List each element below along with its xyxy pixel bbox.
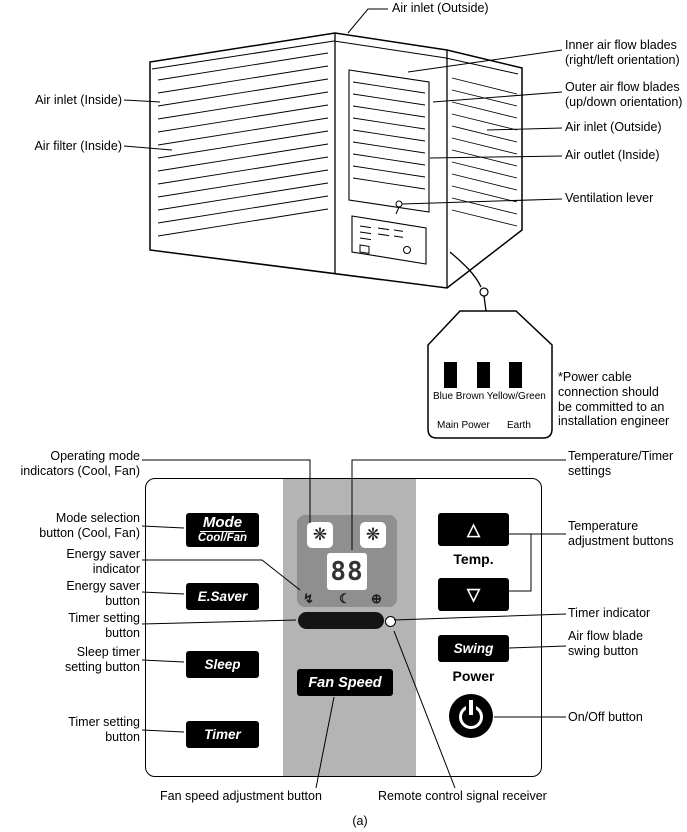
plug-pin-brown — [477, 362, 490, 388]
label-ventilation-lever: Ventilation lever — [565, 191, 654, 205]
label-timer-setting-button-1: Timer setting button — [68, 611, 140, 640]
label-air-filter-inside: Air filter (Inside) — [34, 139, 122, 153]
label-timer-indicator: Timer indicator — [568, 606, 651, 620]
power-button — [449, 694, 493, 738]
label-mode-selection-button: Mode selection button (Cool, Fan) — [39, 511, 140, 540]
control-panel-diagram: ❋ ❋ 88 ↯ ☾ ⊕ Mode Cool/Fan E.Saver Sleep… — [145, 478, 542, 777]
label-power-cable-note: *Power cable connection should be commit… — [558, 370, 670, 429]
energy-saver-button: E.Saver — [186, 583, 259, 610]
label-fan-speed-adjustment-button: Fan speed adjustment button — [160, 789, 322, 803]
label-main-power: Main Power — [437, 420, 490, 431]
label-remote-control-signal-receiver: Remote control signal receiver — [378, 789, 547, 803]
figure-caption: (a) — [352, 814, 368, 828]
side-grille — [451, 77, 518, 227]
power-cord — [449, 251, 482, 288]
sleep-indicator-icon: ☾ — [339, 591, 351, 606]
label-on-off-button: On/Off button — [568, 710, 643, 724]
temp-up-button: △ — [438, 513, 509, 546]
signal-receiver-window — [298, 612, 384, 629]
fan-speed-button: Fan Speed — [297, 669, 393, 696]
label-timer-setting-button-2: Timer setting button — [68, 715, 140, 744]
power-label: Power — [452, 668, 495, 684]
label-air-inlet-inside: Air inlet (Inside) — [35, 93, 122, 107]
louver-slats — [352, 81, 426, 190]
label-sleep-timer-setting-button: Sleep timer setting button — [64, 645, 140, 674]
cool-indicator-icon: ❋ — [307, 522, 333, 548]
label-energy-saver-indicator: Energy saver indicator — [66, 547, 140, 576]
mode-button: Mode Cool/Fan — [186, 513, 259, 547]
temp-down-button: ▽ — [438, 578, 509, 611]
temp-label: Temp. — [453, 551, 494, 567]
front-grille — [157, 52, 329, 237]
plug-pin-earth — [509, 362, 522, 388]
label-air-outlet-inside: Air outlet (Inside) — [565, 148, 660, 162]
fan-indicator-icon: ❋ — [360, 522, 386, 548]
label-earth: Earth — [507, 420, 531, 431]
unit-control-panel — [351, 215, 427, 265]
label-temperature-adjustment-buttons: Temperature adjustment buttons — [568, 519, 674, 548]
label-air-flow-blade-swing-button: Air flow blade swing button — [568, 629, 644, 658]
plug-drawing — [427, 310, 553, 439]
label-wire-colors: Blue Brown Yellow/Green — [433, 391, 546, 402]
seven-segment-display: 88 — [327, 553, 367, 590]
label-air-inlet-outside-top: Air inlet (Outside) — [392, 1, 489, 15]
label-inner-air-flow-blades: Inner air flow blades (right/left orient… — [565, 38, 680, 67]
label-air-inlet-outside-side: Air inlet (Outside) — [565, 120, 662, 134]
label-temperature-timer-settings: Temperature/Timer settings — [568, 449, 674, 478]
timer-indicator-led — [385, 616, 396, 627]
swing-button: Swing — [438, 635, 509, 662]
label-operating-mode-indicators: Operating mode indicators (Cool, Fan) — [20, 449, 141, 478]
sleep-button: Sleep — [186, 651, 259, 678]
label-outer-air-flow-blades: Outer air flow blades (up/down orientati… — [565, 80, 683, 109]
ac-unit-drawing — [149, 32, 523, 312]
plug-pin-blue — [444, 362, 457, 388]
label-energy-saver-button: Energy saver button — [66, 579, 140, 608]
louver-frame — [348, 69, 430, 213]
timer-button: Timer — [186, 721, 259, 748]
timer-indicator-icon: ⊕ — [371, 591, 382, 606]
energy-saver-indicator-icon: ↯ — [303, 591, 314, 606]
ventilation-lever — [395, 200, 403, 208]
display-panel: ❋ ❋ 88 ↯ ☾ ⊕ — [297, 515, 397, 607]
